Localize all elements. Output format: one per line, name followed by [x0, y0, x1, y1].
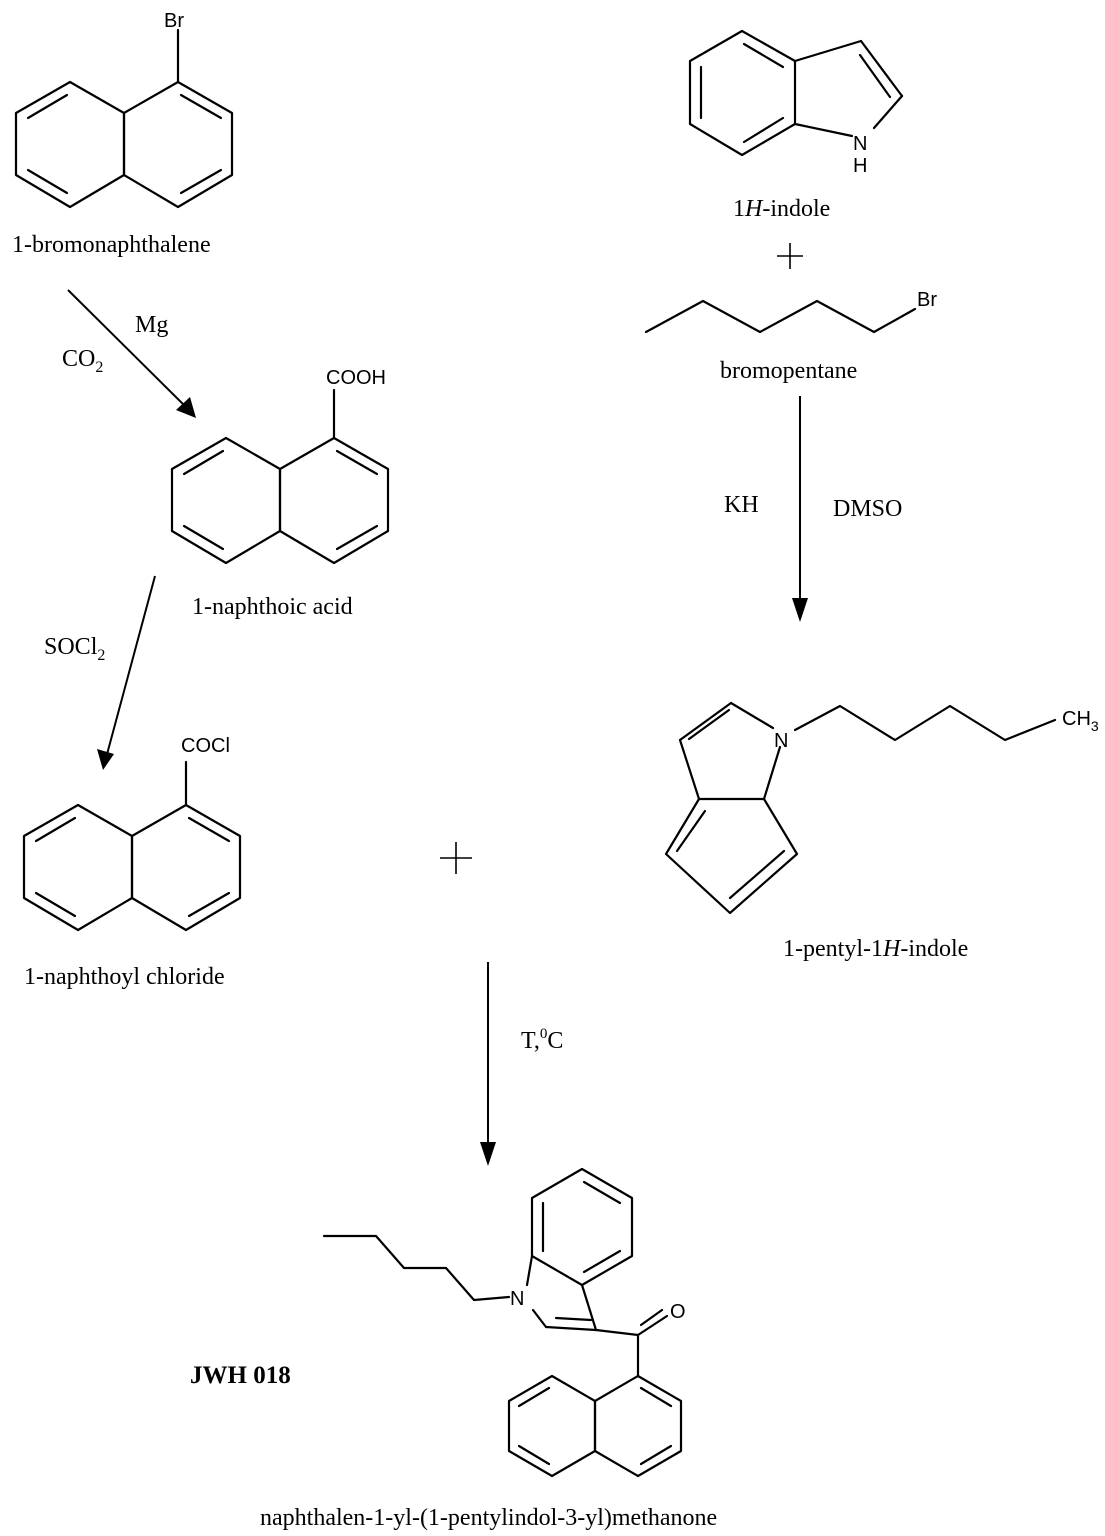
plus-sign-alkylation	[777, 243, 803, 269]
compound-name-1h-indole: 1H-indole	[733, 196, 830, 222]
reagent-dmso: DMSO	[833, 496, 902, 522]
reagent-socl2: SOCl2	[44, 634, 105, 664]
product-nitrogen-label: N	[510, 1288, 524, 1310]
pentylindole-nitrogen-label: N	[774, 730, 788, 752]
compound-name-1-naphthoyl-chloride: 1-naphthoyl chloride	[24, 964, 225, 990]
carbonyl-oxygen-label: O	[670, 1301, 686, 1323]
compound-name-1-naphthoic-acid: 1-naphthoic acid	[192, 594, 353, 620]
molecule-bromopentane: Br	[644, 289, 937, 334]
reaction-arrow-grignard	[67, 289, 196, 418]
molecule-1-pentyl-1h-indole: N CH3	[664, 701, 1099, 915]
reagent-mg: Mg	[135, 312, 168, 338]
reagent-co2: CO2	[62, 346, 103, 376]
indole-hydrogen-label: H	[853, 155, 867, 177]
compound-name-jwh-018: naphthalen-1-yl-(1-pentylindol-3-yl)meth…	[260, 1505, 717, 1531]
acyl-chloride-group-label: COCl	[181, 735, 230, 757]
molecule-1-naphthoyl-chloride: COCl	[22, 735, 242, 932]
reagent-kh: KH	[724, 492, 759, 518]
molecule-jwh-018: N O	[322, 1167, 686, 1478]
bromine-atom-label: Br	[164, 10, 184, 32]
methyl-group-label: CH3	[1062, 708, 1099, 734]
compound-name-bromopentane: bromopentane	[720, 358, 857, 384]
plus-sign-coupling	[440, 842, 472, 874]
carboxyl-group-label: COOH	[326, 367, 386, 389]
reaction-arrow-n-alkylation	[792, 396, 808, 622]
indole-nitrogen-label: N	[853, 133, 867, 155]
reagent-temperature: T,0C	[521, 1026, 563, 1054]
molecule-1h-indole: N H	[688, 29, 904, 177]
product-code-label: JWH 018	[190, 1362, 291, 1389]
reaction-arrow-chlorination	[97, 575, 156, 770]
reaction-arrow-acylation	[480, 962, 496, 1166]
molecule-1-naphthoic-acid: COOH	[170, 367, 390, 565]
molecule-1-bromonaphthalene: Br	[14, 10, 234, 209]
bromopentane-bromine-label: Br	[917, 289, 937, 311]
compound-name-1-bromonaphthalene: 1-bromonaphthalene	[12, 232, 211, 258]
compound-name-1-pentyl-1h-indole: 1-pentyl-1H-indole	[783, 936, 968, 962]
